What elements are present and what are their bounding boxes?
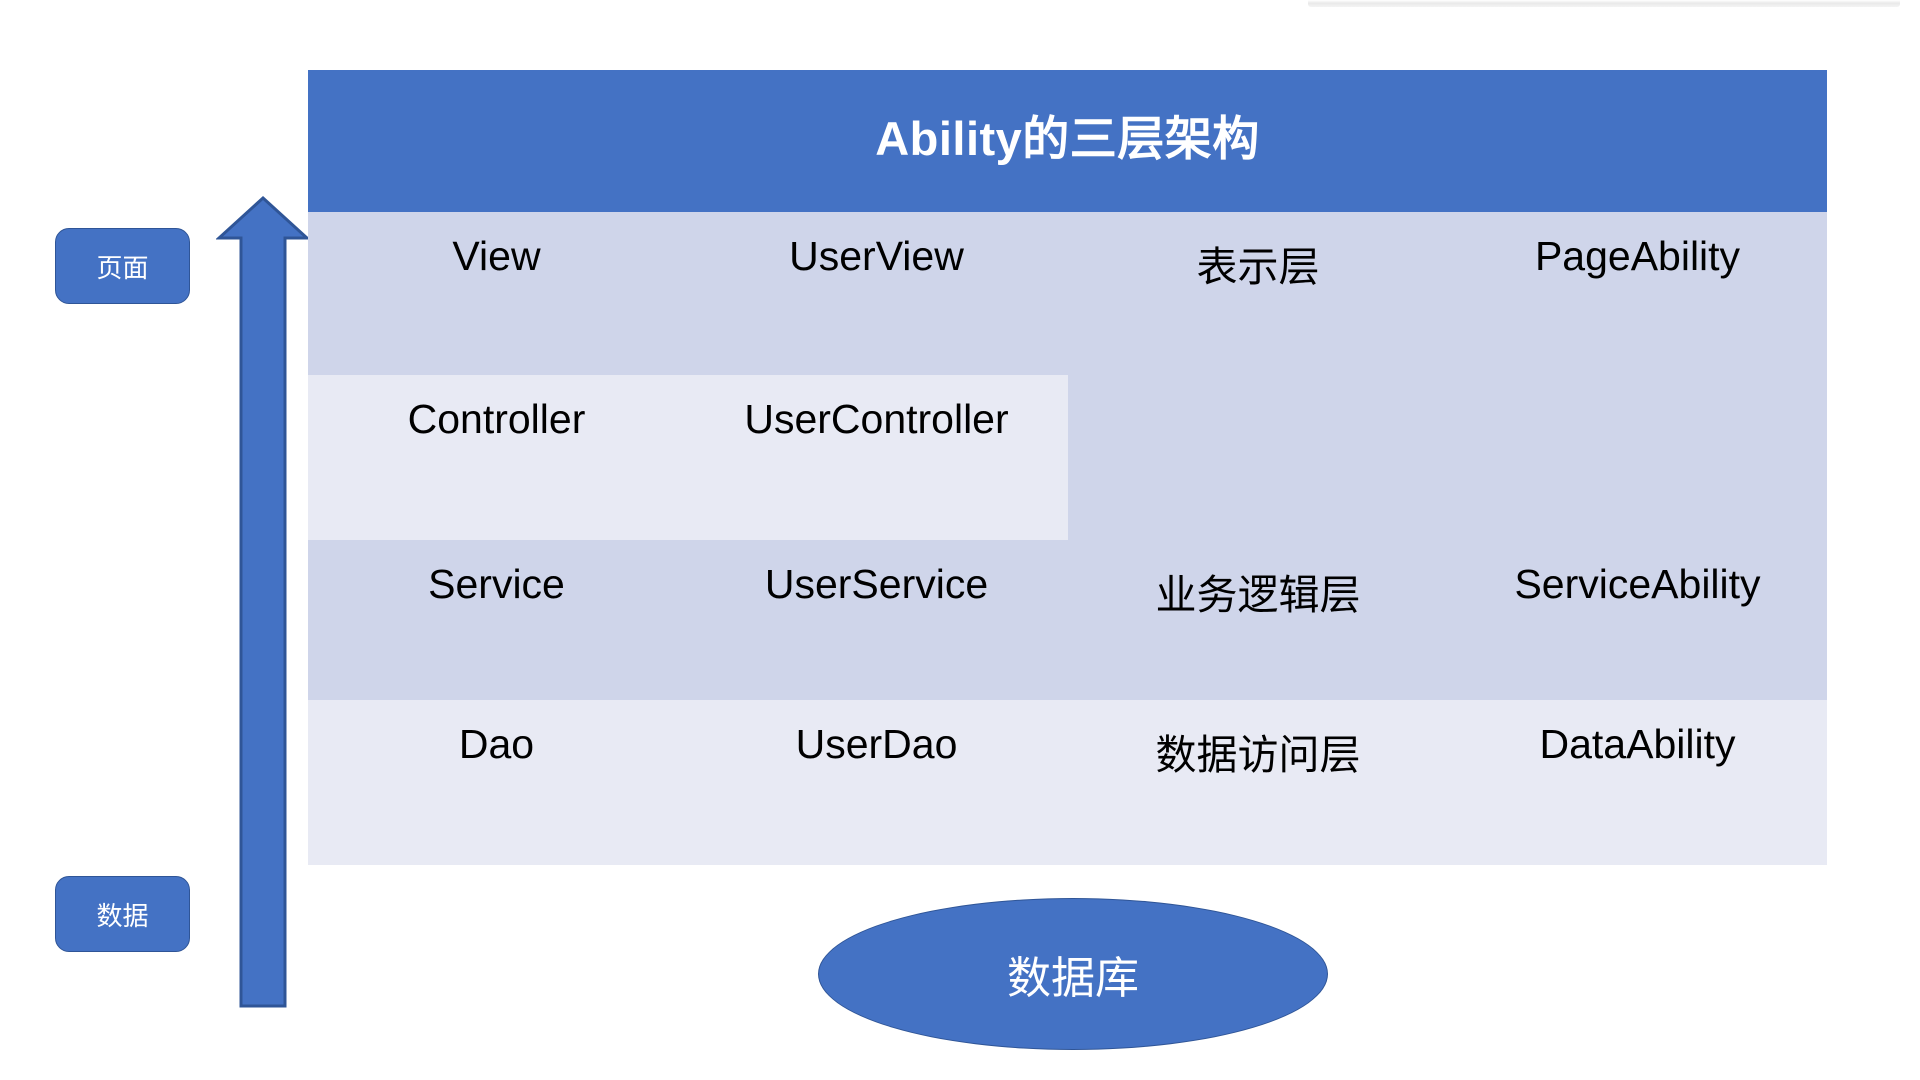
database-node[interactable]: 数据库 [818,898,1328,1050]
cell-layer-role-presentation: 表示层 [1068,212,1448,540]
cell-layer-name-dao: Dao [308,700,685,865]
side-label-page[interactable]: 页面 [55,228,190,304]
cell-class-name-userservice: UserService [685,540,1068,700]
up-arrow-icon [215,195,311,1008]
database-label: 数据库 [1007,954,1139,1003]
side-label-page-text: 页面 [96,252,149,283]
side-label-data[interactable]: 数据 [55,876,190,952]
table-title-row: Ability的三层架构 [308,70,1827,212]
top-edge-artifact [1308,0,1900,7]
table-row: Service UserService 业务逻辑层 ServiceAbility [308,540,1827,700]
upward-flow-arrow [215,192,311,1012]
cell-layer-name-view: View [308,212,685,375]
cell-ability-pageability: PageAbility [1448,212,1827,540]
cell-class-name-userview: UserView [685,212,1068,375]
cell-layer-name-service: Service [308,540,685,700]
cell-layer-name-controller: Controller [308,375,685,540]
cell-class-name-userdao: UserDao [685,700,1068,865]
cell-layer-role-business: 业务逻辑层 [1068,540,1448,700]
table-row: Dao UserDao 数据访问层 DataAbility [308,700,1827,865]
cell-layer-role-data-access: 数据访问层 [1068,700,1448,865]
cell-ability-serviceability: ServiceAbility [1448,540,1827,700]
table-row: Controller UserController [308,375,1827,540]
cell-ability-dataability: DataAbility [1448,700,1827,865]
table-row: View UserView 表示层 PageAbility [308,212,1827,540]
side-label-data-text: 数据 [96,900,149,931]
architecture-table: Ability的三层架构 View UserView 表示层 PageAbili… [308,70,1827,865]
cell-class-name-usercontroller: UserController [685,375,1068,540]
page-title: Ability的三层架构 [308,70,1827,212]
